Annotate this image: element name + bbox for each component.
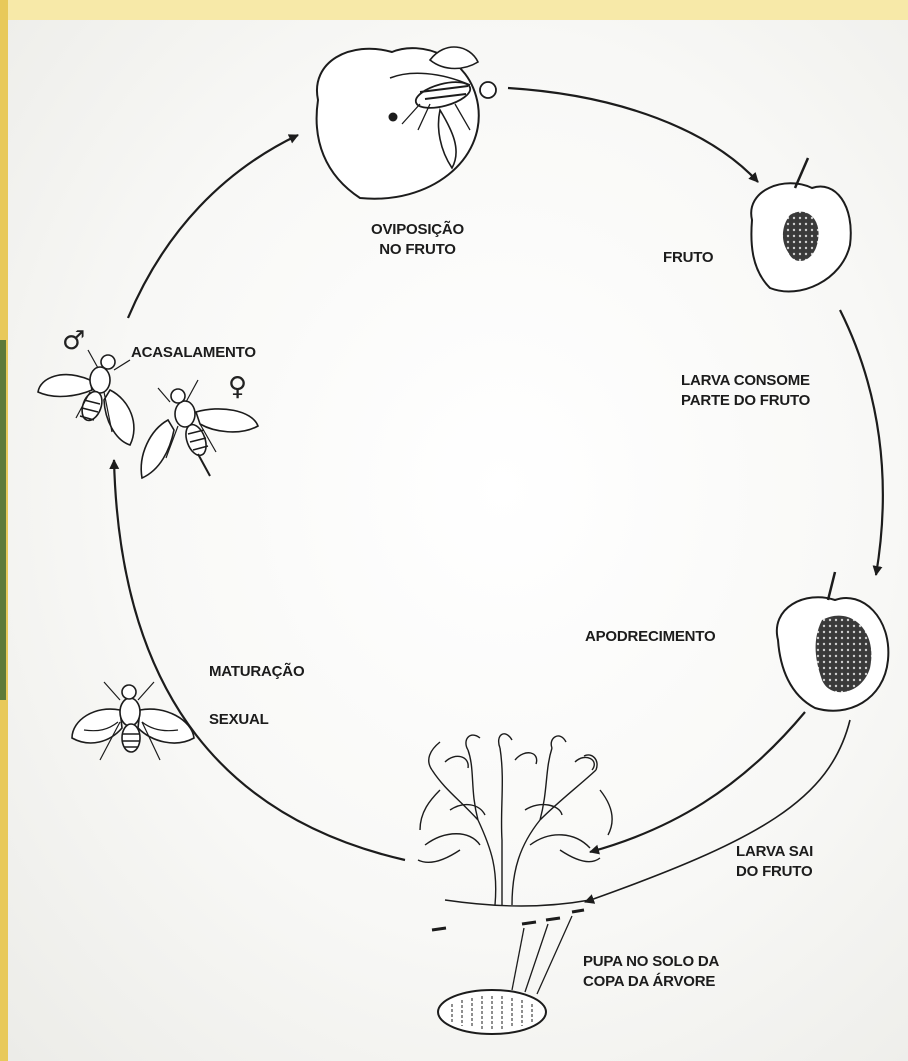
label-pupa-line-1: PUPA NO SOLO DA [583, 952, 719, 972]
arrow-fruit-to-rotting [840, 310, 883, 575]
fly-male-illustration [38, 350, 134, 445]
label-larva-exits-line-2: DO FRUTO [736, 862, 813, 882]
label-larva-exits-line-1: LARVA SAI [736, 842, 813, 862]
female-symbol: ♀ [228, 372, 247, 402]
arrow-rotting-to-tree [590, 712, 805, 852]
label-pupa: PUPA NO SOLO DA COPA DA ÁRVORE [583, 952, 719, 992]
arrow-tree-to-maturation [114, 460, 405, 860]
soil-drop-marks [432, 910, 584, 930]
label-larva-consumes-line-2: PARTE DO FRUTO [681, 391, 810, 411]
fruit-oviposition-illustration [317, 47, 496, 199]
fruit-larva-illustration [751, 158, 851, 291]
label-larva-consumes-line-1: LARVA CONSOME [681, 371, 810, 391]
label-fruit: FRUTO [663, 248, 713, 268]
label-maturation-line-2: SEXUAL [209, 710, 269, 730]
arrow-mating-to-oviposition [128, 135, 298, 318]
tree-illustration [418, 734, 612, 905]
label-mating: ACASALAMENTO [131, 343, 256, 363]
pupa-illustration [438, 990, 546, 1034]
label-oviposition-line-2: NO FRUTO [371, 240, 464, 260]
label-rotting: APODRECIMENTO [585, 627, 715, 647]
arrow-oviposition-to-fruit [508, 88, 758, 182]
fruit-rotting-illustration [777, 572, 889, 711]
pupa-pointer-lines [512, 916, 572, 994]
male-symbol: ♂ [62, 326, 85, 356]
fly-maturation-illustration [72, 682, 194, 760]
label-larva-exits: LARVA SAI DO FRUTO [736, 842, 813, 882]
label-maturation-line-1: MATURAÇÃO [209, 662, 304, 682]
label-oviposition-line-1: OVIPOSIÇÃO [371, 220, 464, 240]
ground-line [445, 900, 590, 906]
label-pupa-line-2: COPA DA ÁRVORE [583, 972, 719, 992]
label-oviposition: OVIPOSIÇÃO NO FRUTO [371, 220, 464, 260]
label-larva-consumes: LARVA CONSOME PARTE DO FRUTO [681, 371, 810, 411]
